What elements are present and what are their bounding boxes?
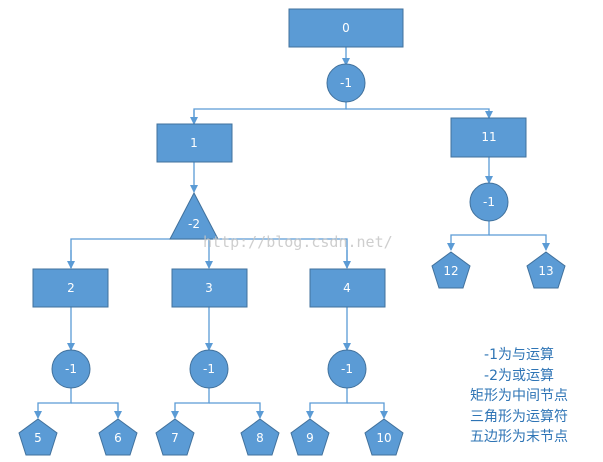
edge-op-n3-leaves bbox=[171, 388, 210, 419]
node-label-2: 2 bbox=[67, 281, 75, 295]
leaf-label-9: 9 bbox=[306, 431, 314, 445]
operator-circle-n3 bbox=[189, 349, 229, 389]
edge-op-n4-n10 bbox=[347, 402, 388, 419]
node-rect-4 bbox=[309, 268, 386, 308]
operator-label-n3: -1 bbox=[203, 362, 215, 376]
operator-circle-n2 bbox=[51, 349, 91, 389]
node-rect-3 bbox=[171, 268, 248, 308]
operator-label-n4: -1 bbox=[341, 362, 353, 376]
legend-line-rect: 矩形为中间节点 bbox=[470, 388, 568, 404]
leaf-label-12: 12 bbox=[443, 264, 458, 278]
leaf-label-5: 5 bbox=[34, 431, 42, 445]
edge-op-n4-leaves bbox=[306, 388, 348, 419]
node-rect-11 bbox=[450, 117, 527, 158]
legend-line-pentagon: 五边形为末节点 bbox=[470, 429, 568, 445]
legend-line-or: -2为或运算 bbox=[484, 367, 554, 384]
edge-op-n2-leaves bbox=[34, 388, 72, 419]
leaf-label-13: 13 bbox=[538, 264, 553, 278]
node-rect-0 bbox=[288, 8, 404, 48]
node-rect-2 bbox=[32, 268, 109, 308]
leaf-pentagon-12 bbox=[431, 251, 471, 289]
legend-line-triangle: 三角形为运算符 bbox=[470, 408, 568, 425]
legend: -1为与运算 -2为或运算 矩形为中间节点 三角形为运算符 五边形为末节点 bbox=[444, 345, 594, 448]
edge-op-n1-bus bbox=[70, 238, 194, 268]
leaf-pentagon-13 bbox=[526, 251, 566, 289]
leaf-label-7: 7 bbox=[171, 431, 179, 445]
operator-label-n1: -2 bbox=[188, 217, 200, 231]
edge-op-root-bus bbox=[193, 101, 347, 124]
leaf-pentagon-5 bbox=[18, 418, 58, 456]
operator-label-n2: -1 bbox=[65, 362, 77, 376]
operator-label-n11: -1 bbox=[483, 195, 495, 209]
operator-circle-n4 bbox=[327, 349, 367, 389]
watermark: http://blog.csdn.net/ bbox=[203, 233, 393, 251]
edge-op-n2-n6 bbox=[71, 402, 122, 419]
leaf-label-10: 10 bbox=[376, 431, 391, 445]
leaf-pentagon-9 bbox=[290, 418, 330, 456]
leaf-label-6: 6 bbox=[114, 431, 122, 445]
leaf-pentagon-6 bbox=[98, 418, 138, 456]
edge-op-root-n11 bbox=[346, 108, 493, 119]
node-label-0: 0 bbox=[342, 21, 350, 35]
node-label-1: 1 bbox=[190, 136, 198, 150]
node-rect-1 bbox=[156, 123, 233, 163]
leaf-pentagon-8 bbox=[240, 418, 280, 456]
leaf-pentagon-7 bbox=[155, 418, 195, 456]
operator-label-root: -1 bbox=[340, 76, 352, 90]
edge-op-n3-n8 bbox=[209, 402, 264, 419]
operator-triangle-n1 bbox=[169, 191, 219, 240]
node-label-3: 3 bbox=[205, 281, 213, 295]
node-label-4: 4 bbox=[343, 281, 351, 295]
leaf-pentagon-10 bbox=[364, 418, 404, 456]
node-label-11: 11 bbox=[481, 130, 496, 144]
edge-op-n11-bus bbox=[447, 221, 490, 251]
edge-op-n11-n13 bbox=[489, 234, 550, 251]
legend-line-and: -1为与运算 bbox=[484, 347, 554, 363]
leaf-label-8: 8 bbox=[256, 431, 264, 445]
operator-circle-root bbox=[326, 63, 366, 103]
operator-circle-n11 bbox=[469, 182, 509, 222]
